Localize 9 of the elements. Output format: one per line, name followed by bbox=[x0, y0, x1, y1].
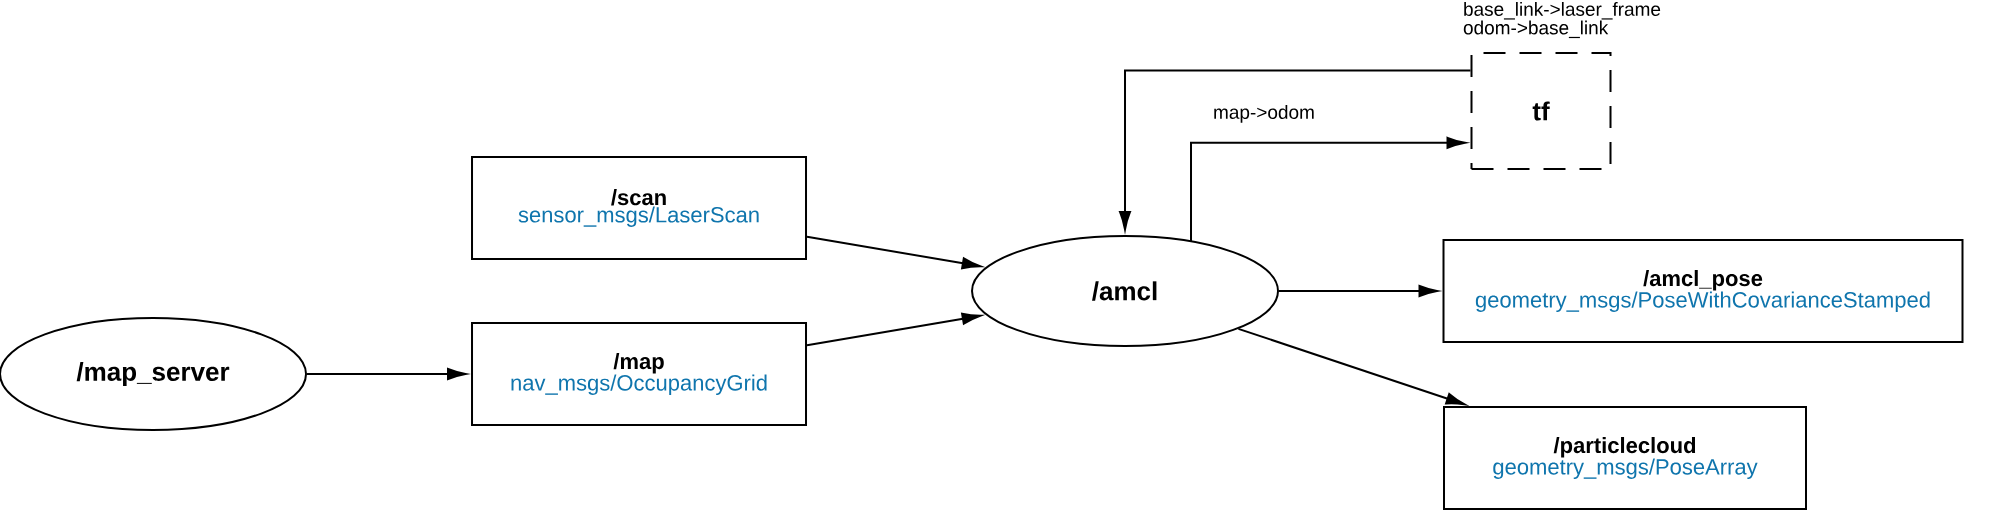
topic-box: /scan sensor_msgs/LaserScan bbox=[471, 156, 807, 260]
topic-box: /particlecloud geometry_msgs/PoseArray bbox=[1443, 406, 1807, 510]
topic-box: /map nav_msgs/OccupancyGrid bbox=[471, 322, 807, 426]
arrow bbox=[806, 312, 982, 347]
dashed-box: tf bbox=[1470, 52, 1612, 170]
topic-box: /amcl_pose geometry_msgs/PoseWithCovarianceStamped bbox=[1442, 239, 1964, 343]
edge-label: base_link->laser_frame odom->base_link bbox=[1463, 2, 1661, 39]
edge-label: map->odom bbox=[1214, 105, 1314, 123]
arrow bbox=[806, 235, 982, 270]
